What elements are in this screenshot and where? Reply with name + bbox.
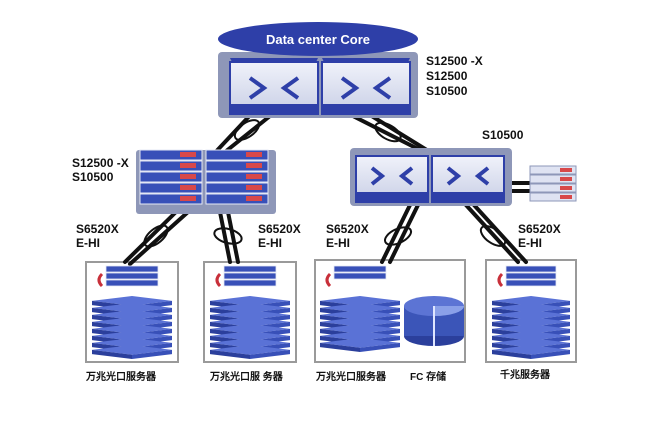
pod-2-access-switch-1 bbox=[223, 272, 277, 280]
side-module-0 bbox=[529, 165, 577, 175]
pod-3-server-6 bbox=[320, 338, 400, 352]
link-agg-access-3b bbox=[388, 203, 420, 264]
link-bundles bbox=[143, 119, 507, 248]
core-title: Data center Core bbox=[218, 22, 418, 56]
bundle-2 bbox=[374, 121, 402, 143]
pod-caption-1: 万兆光口服务器 bbox=[86, 372, 156, 383]
pod-frame-2 bbox=[203, 261, 297, 363]
link-agg-access-1b bbox=[128, 210, 190, 266]
pod-1 bbox=[92, 265, 172, 359]
aggregation-right-cluster bbox=[350, 148, 512, 206]
access-label-3-model: S6520X bbox=[326, 222, 369, 236]
pod-caption-4: FC 存储 bbox=[410, 372, 447, 383]
pod-4-access-switch-1 bbox=[505, 272, 557, 280]
access-label-4-model: S6520X bbox=[518, 222, 561, 236]
agg-left-module-1-4 bbox=[205, 193, 269, 205]
pod-1-server-7 bbox=[92, 345, 172, 359]
agg-left-module-1-3 bbox=[205, 182, 269, 194]
pod-caption-3: 万兆光口服务器 bbox=[316, 372, 386, 383]
pod-2-access-switch-0 bbox=[223, 265, 277, 273]
pod-4-cable bbox=[497, 272, 504, 288]
agg-left-module-0-2 bbox=[139, 171, 203, 183]
bundle-4 bbox=[213, 227, 243, 245]
pod-frame-4 bbox=[485, 259, 577, 363]
agg-left-module-1-2 bbox=[205, 171, 269, 183]
access-label-2-model: S6520X bbox=[258, 222, 301, 236]
side-module-3 bbox=[529, 192, 577, 202]
pod-2-cable bbox=[215, 272, 222, 288]
link-agg-access-1 bbox=[123, 208, 180, 264]
core-model-3: S10500 bbox=[426, 84, 468, 98]
access-label-3-sub: E-HI bbox=[326, 236, 350, 250]
bundle-5 bbox=[383, 226, 413, 246]
access-label-2-sub: E-HI bbox=[258, 236, 282, 250]
pod-caption-5: 千兆服务器 bbox=[500, 370, 550, 381]
side-switch-stack bbox=[529, 165, 577, 202]
core-switch-left bbox=[229, 58, 319, 115]
pod-caption-2: 万兆光口服 务器 bbox=[210, 372, 283, 383]
aggregation-left-stack bbox=[136, 149, 276, 214]
agg-right-model: S10500 bbox=[482, 128, 524, 142]
pod-2-server-7 bbox=[210, 345, 290, 359]
pod-3-access-switch-0 bbox=[333, 265, 387, 273]
pod-3 bbox=[320, 265, 400, 352]
pod-1-access-switch-0 bbox=[105, 265, 159, 273]
agg-right-switch-left bbox=[355, 155, 429, 203]
bundle-3 bbox=[143, 224, 169, 248]
pod-3-cable bbox=[325, 272, 332, 288]
side-module-2 bbox=[529, 183, 577, 193]
access-label-1-model: S6520X bbox=[76, 222, 119, 236]
pod-4-server-7 bbox=[492, 345, 570, 359]
pod-1-cable bbox=[97, 272, 104, 288]
bundle-1 bbox=[233, 119, 261, 141]
link-agg-access-4 bbox=[464, 203, 520, 264]
agg-left-model-1: S12500 -X bbox=[72, 156, 129, 170]
access-label-4-sub: E-HI bbox=[518, 236, 542, 250]
agg-left-model-2: S10500 bbox=[72, 170, 114, 184]
pod-4 bbox=[492, 265, 570, 359]
fc-storage-icon bbox=[404, 296, 464, 346]
pod-2 bbox=[210, 265, 290, 359]
link-agg-access-3 bbox=[380, 203, 412, 264]
core-switch-cluster bbox=[218, 52, 418, 118]
pod-1-access-switch-2 bbox=[105, 279, 159, 287]
core-model-2: S12500 bbox=[426, 69, 468, 83]
core-model-1: S12500 -X bbox=[426, 54, 483, 68]
side-module-1 bbox=[529, 174, 577, 184]
pod-2-access-switch-2 bbox=[223, 279, 277, 287]
agg-left-module-1-1 bbox=[205, 160, 269, 172]
link-agg-access-2 bbox=[218, 210, 232, 264]
pod-1-access-switch-1 bbox=[105, 272, 159, 280]
agg-left-module-0-3 bbox=[139, 182, 203, 194]
pod-4-access-switch-0 bbox=[505, 265, 557, 273]
core-switch-right bbox=[321, 58, 411, 115]
link-core-agg-right bbox=[343, 110, 422, 152]
pod-3-access-switch-1 bbox=[333, 272, 387, 280]
agg-right-switch-right bbox=[431, 155, 505, 203]
agg-left-module-0-0 bbox=[139, 149, 203, 161]
access-and-servers bbox=[92, 265, 570, 359]
agg-left-module-1-0 bbox=[205, 149, 269, 161]
link-agg-access-2b bbox=[226, 210, 240, 264]
bundle-6 bbox=[479, 225, 507, 247]
agg-left-module-0-4 bbox=[139, 193, 203, 205]
agg-left-module-0-1 bbox=[139, 160, 203, 172]
access-label-1-sub: E-HI bbox=[76, 236, 100, 250]
pod-4-access-switch-2 bbox=[505, 279, 557, 287]
